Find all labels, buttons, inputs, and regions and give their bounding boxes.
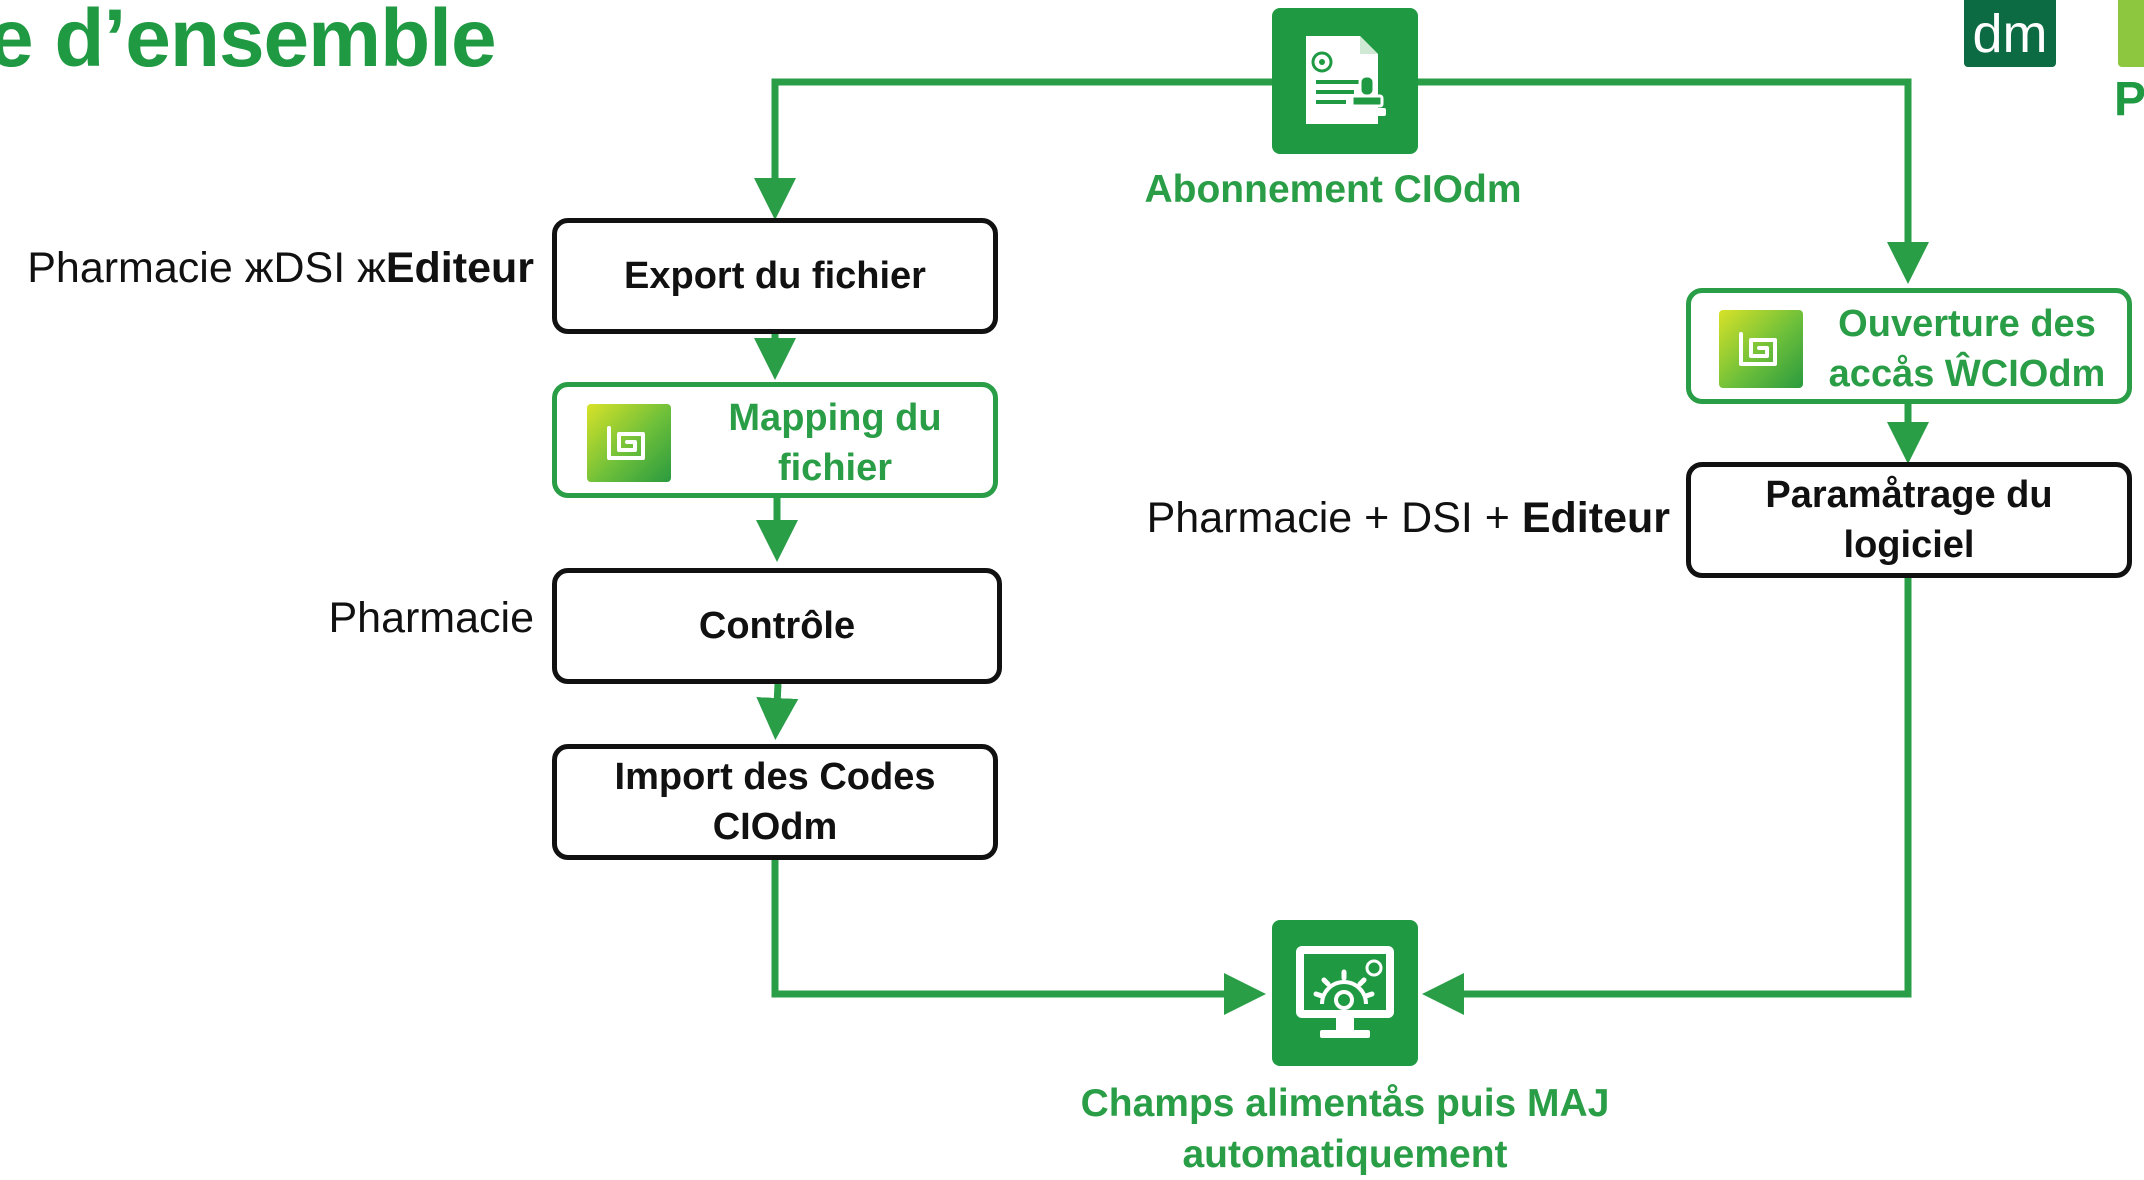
spiral-icon	[607, 426, 645, 460]
result-caption-line1: Champs alimentås puis MAJ	[1080, 1082, 1610, 1125]
ouverture-label-line1: Ouverture des	[1838, 303, 2096, 345]
import-label-line1: Import des Codes	[614, 756, 936, 798]
parametrage-label-line2: logiciel	[1843, 524, 1975, 566]
result-caption-line2: automatiquement	[1182, 1133, 1508, 1176]
role-label-parametrage: Pharmacie + DSI + Editeur	[1147, 494, 1670, 543]
connector-subscription-to-export	[754, 78, 1272, 220]
connector-subscription-to-ouverture	[1418, 78, 1929, 284]
monitor-gear-icon	[1296, 946, 1394, 1038]
role-label-export-prefix: Pharmacie жDSI ж	[27, 244, 386, 292]
spiral-icon	[1739, 332, 1777, 366]
role-label-controle-text: Pharmacie	[328, 594, 534, 642]
export-label: Export du fichier	[624, 255, 926, 297]
parametrage-label: Paramåtrage du logiciel	[1765, 470, 2052, 570]
import-label: Import des Codes CIOdm	[615, 752, 936, 852]
role-label-parametrage-bold: Editeur	[1521, 494, 1670, 542]
controle-label: Contrôle	[698, 605, 856, 647]
connector-import-to-result	[771, 858, 1266, 1015]
ouverture-label-line2: accås ŴCIOdm	[1828, 353, 2106, 395]
connector-parametrage-to-result	[1422, 578, 1912, 1015]
role-label-controle: Pharmacie	[328, 594, 534, 643]
ciodm-app-icon	[587, 404, 671, 482]
ciodm-logo: dm	[1964, 0, 2056, 67]
mapping-label: Mapping du fichier	[697, 393, 973, 493]
import-label-line2: CIOdm	[712, 806, 838, 848]
import-node: Import des Codes CIOdm	[552, 744, 998, 860]
subscription-caption: Abonnement CIOdm	[1144, 168, 1522, 211]
ouverture-node: Ouverture des accås ŴCIOdm	[1686, 288, 2132, 404]
partner-logo-fragment	[2118, 0, 2144, 67]
result-tile	[1272, 920, 1418, 1066]
parametrage-label-line1: Paramåtrage du	[1765, 474, 2053, 516]
controle-node: Contrôle	[552, 568, 1002, 684]
mapping-node: Mapping du fichier	[552, 382, 998, 498]
ciodm-app-icon	[1719, 310, 1803, 388]
parametrage-node: Paramåtrage du logiciel	[1686, 462, 2132, 578]
role-label-export-bold: Editeur	[385, 244, 534, 292]
mapping-label-line2: fichier	[777, 447, 893, 489]
ouverture-label: Ouverture des accås ŴCIOdm	[1815, 299, 2119, 399]
export-node: Export du fichier	[552, 218, 998, 334]
connector-controle-to-import	[756, 683, 799, 740]
result-caption: Champs alimentås puis MAJ automatiquemen…	[980, 1078, 1710, 1180]
mapping-label-line1: Mapping du	[728, 397, 942, 439]
role-label-parametrage-prefix: Pharmacie + DSI +	[1146, 494, 1522, 542]
page-title: e d’ensemble	[0, 0, 497, 84]
partner-logo-letter: P	[2114, 73, 2144, 126]
subscription-tile	[1272, 8, 1418, 154]
role-label-export: Pharmacie жDSI жEditeur	[27, 244, 534, 293]
logo-text: dm	[1972, 4, 2048, 64]
document-stamp-icon	[1306, 36, 1386, 124]
